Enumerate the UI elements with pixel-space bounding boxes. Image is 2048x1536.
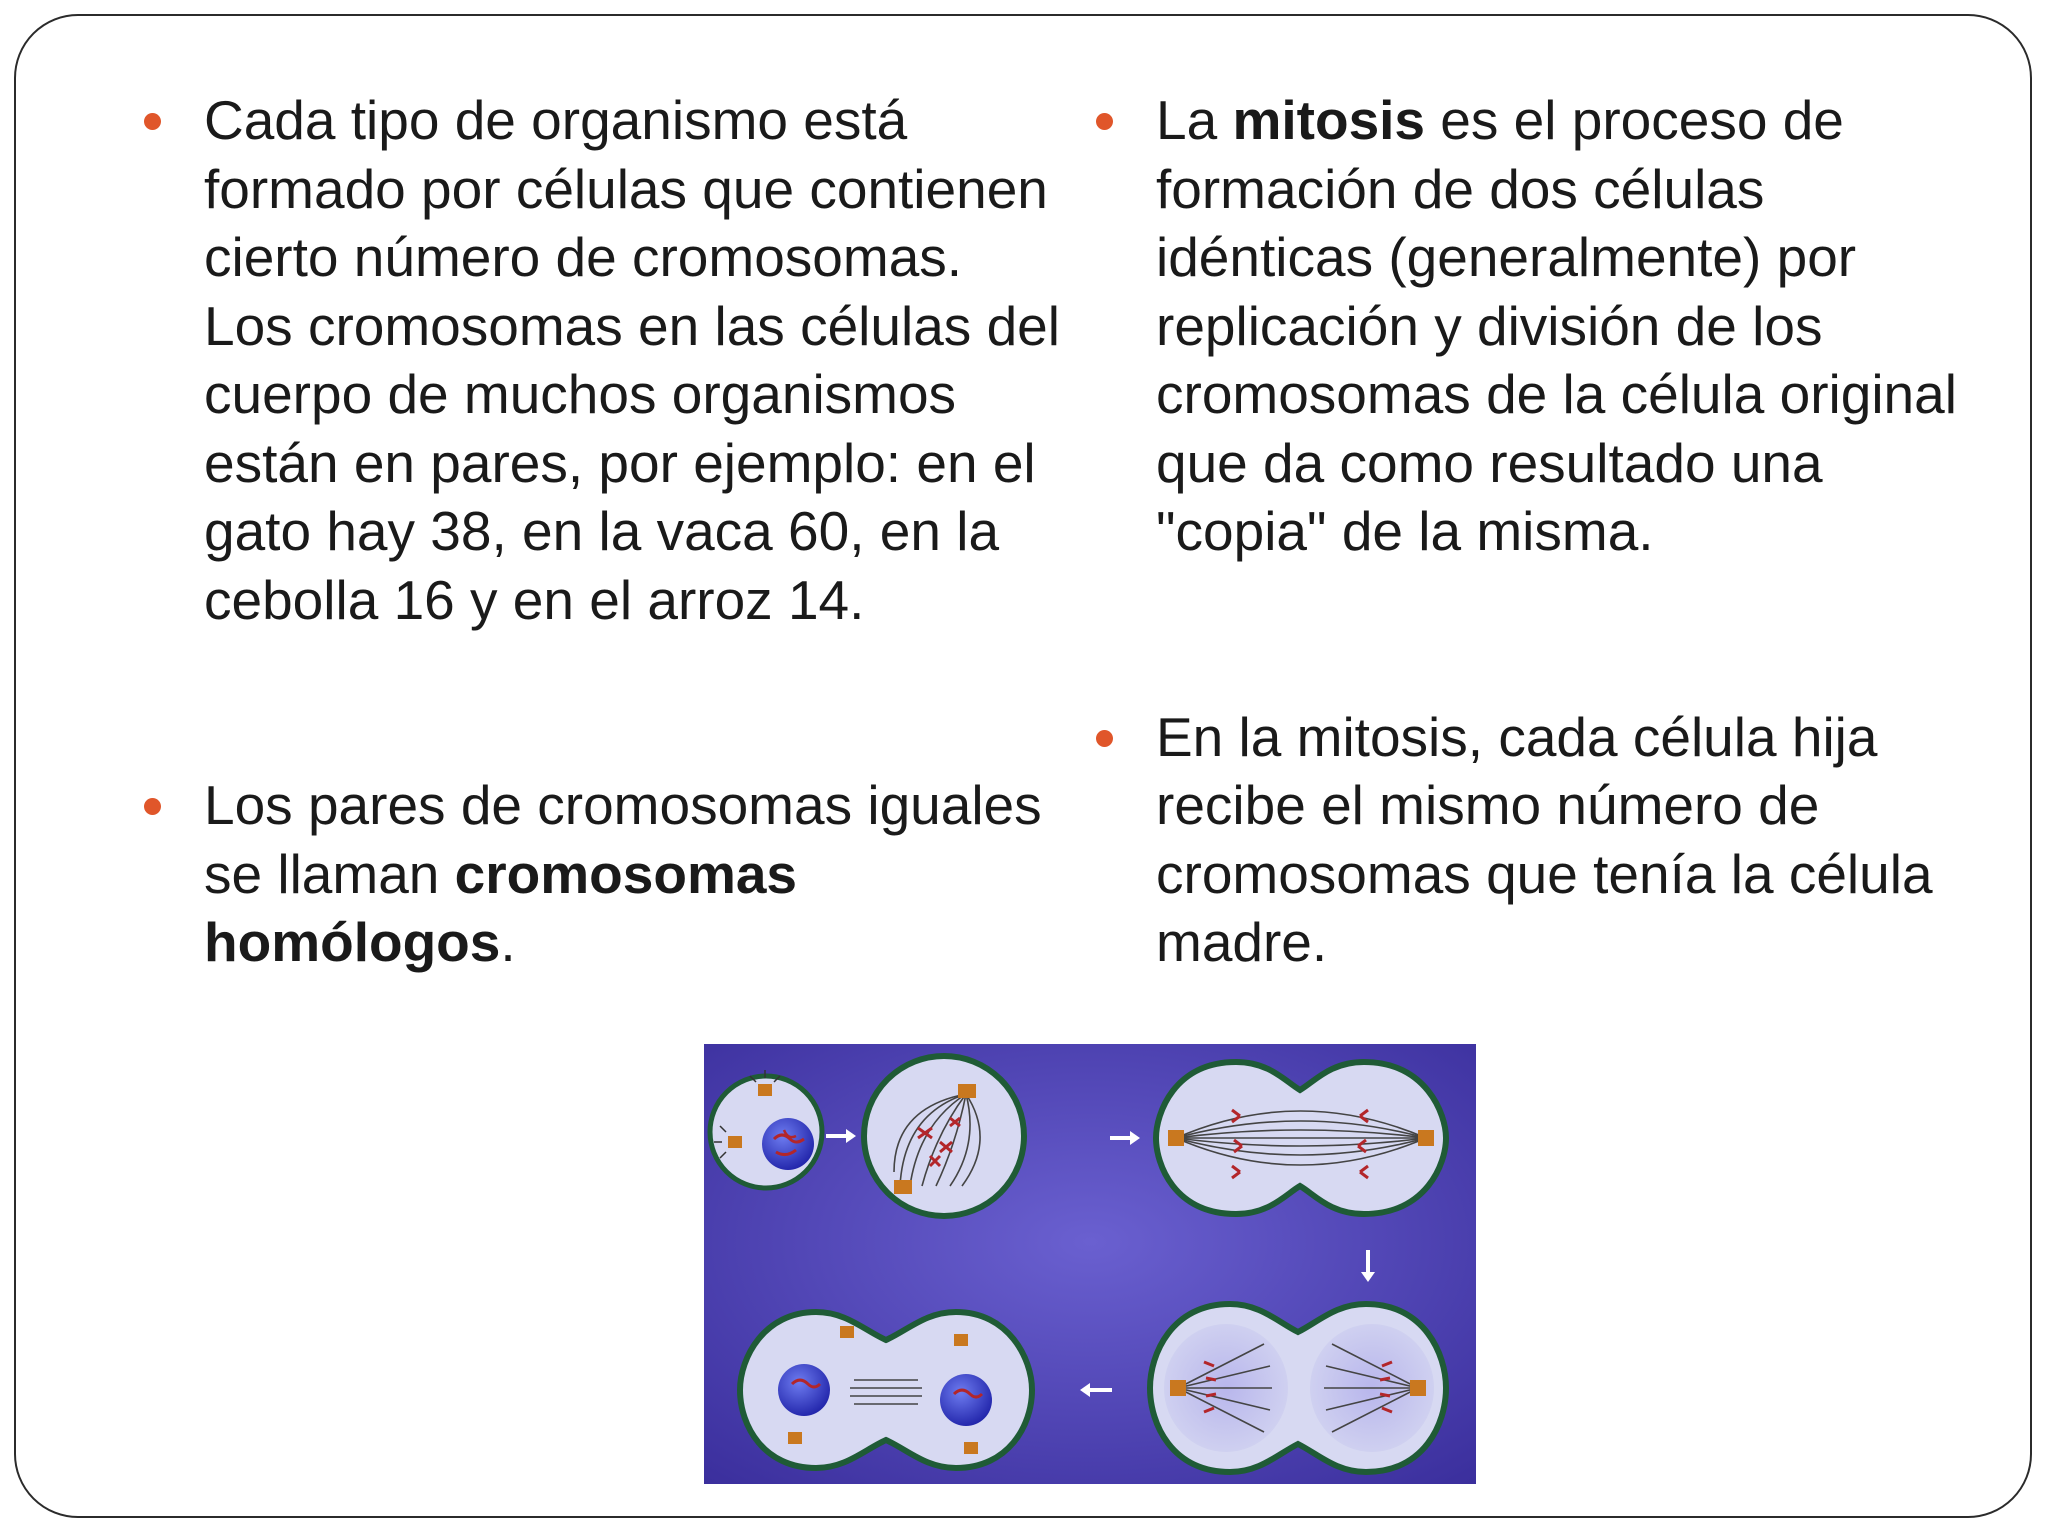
- telophase-cell-icon: [1146, 1300, 1450, 1476]
- right-column: La mitosis es el proceso de formación de…: [1092, 86, 1972, 977]
- step-arrow-icon: [1080, 1383, 1112, 1397]
- step-arrow-icon: [826, 1129, 856, 1143]
- bullet-dot-icon: [1096, 113, 1113, 130]
- bullet-mitosis-definition: La mitosis es el proceso de formación de…: [1092, 86, 1972, 566]
- bullet-dot-icon: [1096, 729, 1113, 747]
- step-arrow-icon: [1361, 1250, 1375, 1282]
- bullet-text: En la mitosis, cada célula hija recibe e…: [1156, 705, 1933, 974]
- bold-term: cromosomas homólogos: [204, 842, 798, 974]
- interphase-cell-icon: [707, 1070, 825, 1191]
- bullet-text: Cada tipo de organismo está formado por …: [204, 89, 1060, 631]
- anaphase-cell-icon: [1152, 1058, 1450, 1218]
- bullet-chromosome-count: Cada tipo de organismo está formado por …: [140, 86, 1060, 634]
- left-column: Cada tipo de organismo está formado por …: [140, 86, 1060, 977]
- bullet-text-end: es el proceso de formación de dos célula…: [1156, 89, 1957, 562]
- step-arrow-icon: [1110, 1131, 1140, 1145]
- prophase-cell-icon: [861, 1053, 1027, 1219]
- bullet-text: Los pares de cromosomas iguales se llama…: [204, 774, 1042, 905]
- bullet-text: La: [1156, 89, 1233, 151]
- bullet-dot-icon: [144, 798, 161, 815]
- bullet-homologous: Los pares de cromosomas iguales se llama…: [140, 771, 1060, 977]
- bold-term: mitosis: [1232, 89, 1426, 151]
- mitosis-diagram: [704, 1044, 1476, 1484]
- bullet-daughter-cells: En la mitosis, cada célula hija recibe e…: [1092, 703, 1972, 977]
- bullet-text-end: .: [500, 911, 516, 973]
- bullet-dot-icon: [144, 113, 161, 130]
- daughter-cells-icon: [736, 1308, 1036, 1472]
